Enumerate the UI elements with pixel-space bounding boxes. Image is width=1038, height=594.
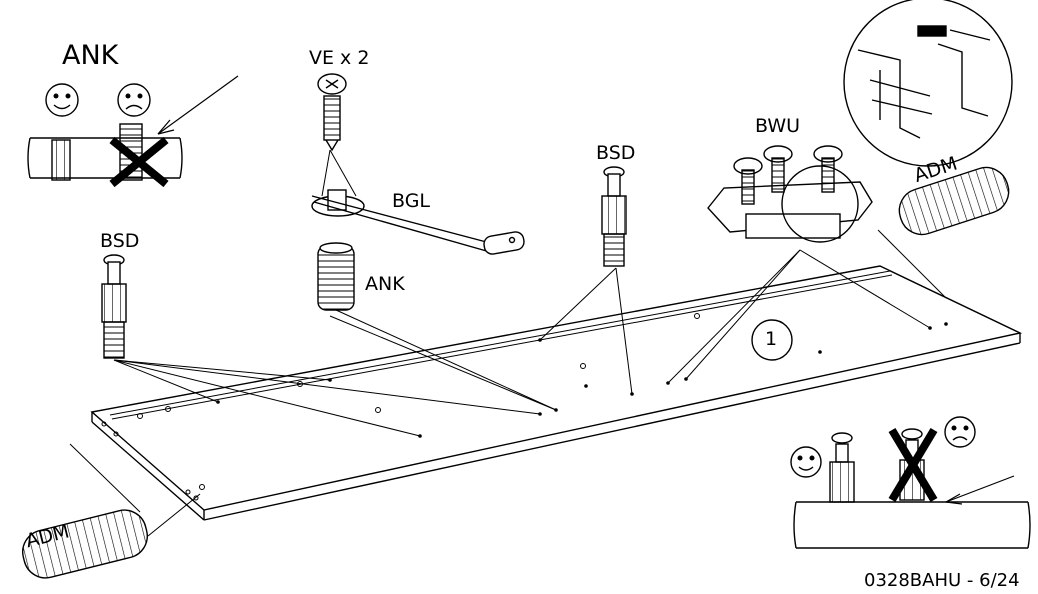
smiley-happy-icon — [45, 83, 79, 117]
ve-label: VE x 2 — [309, 47, 370, 69]
bsd-comparison — [790, 416, 1031, 549]
document-id: 0328BAHU - 6/24 — [864, 570, 1020, 591]
adm-left — [22, 509, 148, 579]
zoom-detail — [843, 0, 1013, 167]
ank-comparison-label: ANK — [62, 40, 119, 71]
bsd-left — [101, 254, 127, 359]
ve-screw — [317, 73, 347, 152]
bgl-bracket — [311, 189, 525, 255]
bsd-mid-label: BSD — [596, 142, 636, 164]
adm-right — [898, 166, 1010, 236]
step-number: 1 — [765, 328, 778, 350]
bsd-left-label: BSD — [100, 230, 140, 252]
bwu-hinge — [707, 145, 873, 243]
smiley-sad-icon — [944, 416, 976, 448]
smiley-sad-icon — [117, 83, 151, 117]
bgl-label: BGL — [392, 190, 431, 212]
board-panel — [90, 265, 1023, 521]
step-circle — [751, 319, 793, 361]
smiley-happy-icon — [790, 446, 822, 478]
bwu-label: BWU — [755, 115, 801, 137]
ank-part-label: ANK — [365, 273, 405, 295]
ank-anchor — [317, 242, 557, 411]
bsd-mid — [601, 166, 627, 267]
ank-comparison — [27, 75, 239, 188]
leader-lines — [69, 149, 947, 537]
